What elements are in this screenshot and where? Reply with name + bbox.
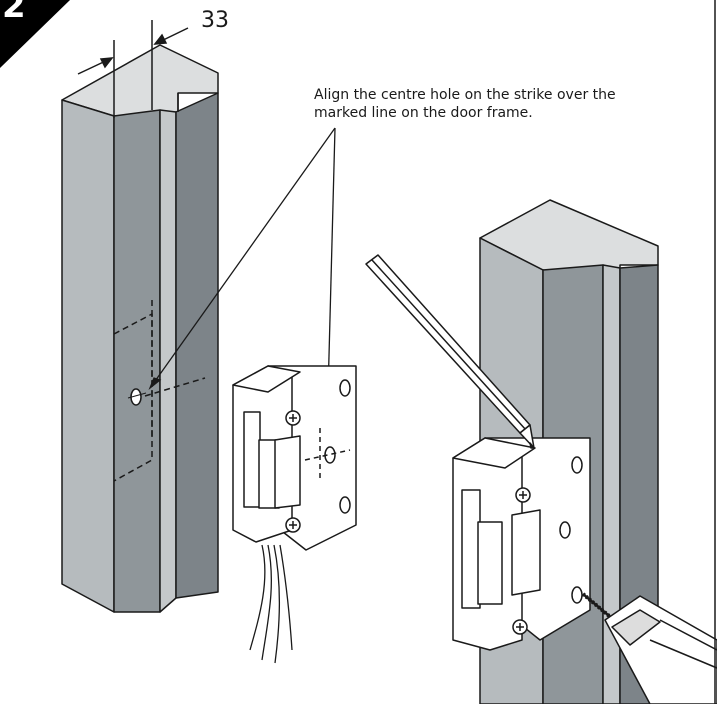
step-number: 2 (2, 0, 26, 26)
mounted-strike (452, 437, 591, 651)
dimension-label: 33 (201, 8, 229, 33)
drill-icon (581, 592, 717, 704)
left-door-frame (61, 44, 219, 613)
pencil-icon (365, 254, 535, 449)
strike-wires (249, 544, 293, 664)
instruction-text-line-2: marked line on the door frame. (314, 105, 533, 121)
instruction-text-line-1: Align the centre hole on the strike over… (314, 87, 616, 103)
step-badge (0, 0, 70, 68)
dimension-marker (77, 20, 189, 118)
electric-strike-icon (232, 365, 357, 551)
